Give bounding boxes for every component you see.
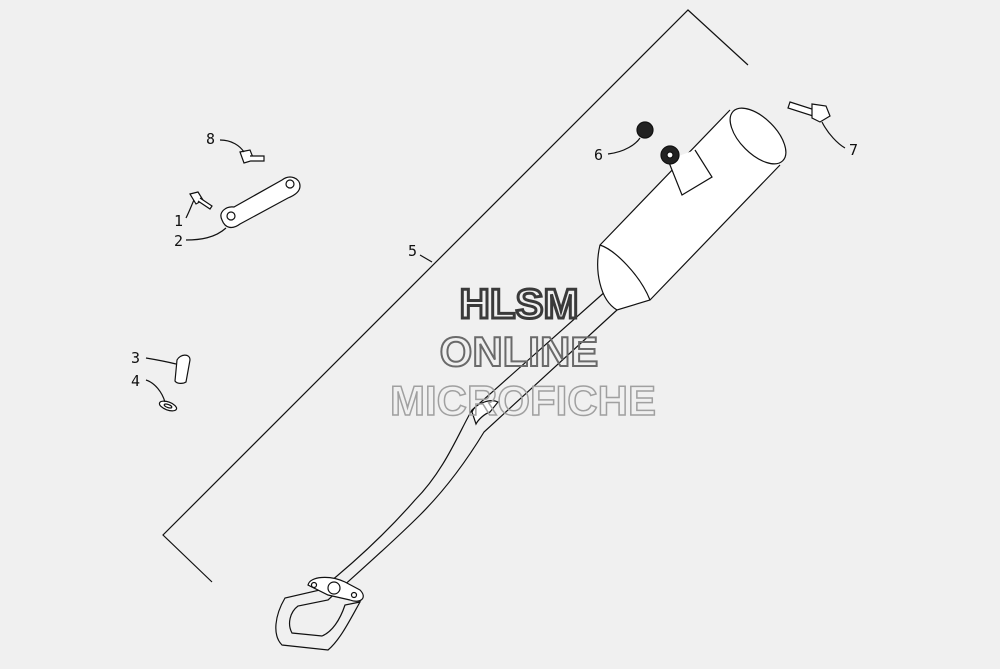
leader-8 <box>219 139 245 153</box>
watermark-line-3: MICROFICHE <box>390 377 656 424</box>
callout-3: 3 <box>131 349 140 367</box>
callout-6: 6 <box>594 146 603 164</box>
muffler-body <box>597 109 781 311</box>
callout-8: 8 <box>206 130 215 148</box>
exhaust-flange <box>307 576 364 602</box>
muffler-nut-bore <box>666 151 674 159</box>
leader-5 <box>419 254 433 263</box>
pipe-hanger-bracket <box>471 400 499 426</box>
leader-2 <box>185 227 227 241</box>
callout-5: 5 <box>408 242 417 260</box>
leader-4 <box>145 379 166 403</box>
muffler-mount-tab <box>667 149 713 196</box>
leader-1 <box>185 199 195 219</box>
flange-bolt-hole-right <box>350 591 358 599</box>
watermark-line-1: HLSM <box>460 280 579 327</box>
bolt-1 <box>189 191 213 210</box>
washer-4 <box>158 400 178 412</box>
muffler-end-cap <box>729 107 787 165</box>
leader-3 <box>145 357 177 365</box>
bracket-hole-left <box>226 211 236 221</box>
hex-bolt-7 <box>787 101 831 123</box>
mounting-bracket-2 <box>220 176 301 229</box>
leader-6 <box>607 137 641 155</box>
flange-bolt-hole-left <box>310 581 318 589</box>
leader-7 <box>821 121 846 149</box>
pin-3 <box>174 354 191 384</box>
callout-1: 1 <box>174 212 183 230</box>
muffler-cone <box>599 244 651 301</box>
exhaust-pipe <box>275 289 618 651</box>
bracket-hole-right <box>285 179 295 189</box>
grommet-6 <box>636 121 654 139</box>
callout-7: 7 <box>849 141 858 159</box>
flange-port <box>327 581 341 595</box>
flange-bolt-8 <box>239 149 265 164</box>
assembly-bracket-5 <box>162 9 749 583</box>
watermark-line-2: ONLINE <box>440 328 599 375</box>
callout-2: 2 <box>174 232 183 250</box>
callout-4: 4 <box>131 372 140 390</box>
washer-4-hole <box>163 403 173 409</box>
